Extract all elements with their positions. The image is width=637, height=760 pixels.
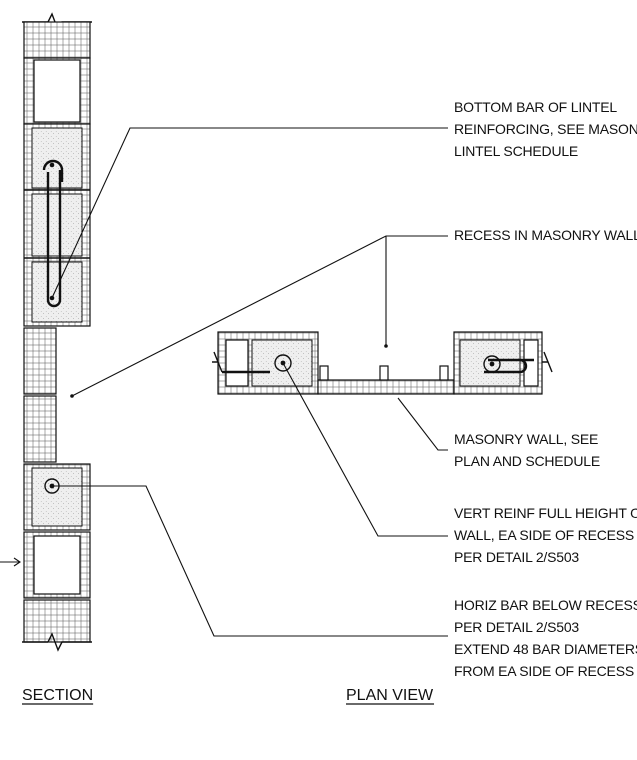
leader-masonry-wall bbox=[397, 397, 448, 451]
plan-view bbox=[212, 331, 553, 395]
note-vert-reinf: VERT REINF FULL HEIGHT OF WALL, EA SIDE … bbox=[454, 505, 637, 565]
note-horiz-bar: HORIZ BAR BELOW RECESS PER DETAIL 2/S503… bbox=[454, 597, 637, 679]
note-horiz-bar-line-1: HORIZ BAR BELOW RECESS bbox=[454, 597, 637, 613]
plan-right-wall bbox=[453, 331, 553, 395]
section-title: SECTION bbox=[22, 687, 93, 704]
note-masonry-wall: MASONRY WALL, SEE PLAN AND SCHEDULE bbox=[454, 431, 600, 469]
note-lintel-bar-line-1: BOTTOM BAR OF LINTEL bbox=[454, 99, 617, 115]
note-masonry-wall-line-2: PLAN AND SCHEDULE bbox=[454, 453, 600, 469]
note-lintel-bar-line-3: LINTEL SCHEDULE bbox=[454, 143, 578, 159]
note-horiz-bar-line-2: PER DETAIL 2/S503 bbox=[454, 619, 579, 635]
title-plan-view: PLAN VIEW bbox=[346, 687, 435, 705]
leader-vert-reinf bbox=[282, 362, 448, 537]
note-recess: RECESS IN MASONRY WALL bbox=[454, 227, 637, 243]
section-horiz-bar-block bbox=[23, 463, 91, 531]
section-upper-wall bbox=[23, 21, 91, 125]
plan-view-title: PLAN VIEW bbox=[346, 687, 434, 704]
note-horiz-bar-line-4: FROM EA SIDE OF RECESS bbox=[454, 663, 634, 679]
section-lower-wall bbox=[22, 531, 92, 652]
note-vert-reinf-line-2: WALL, EA SIDE OF RECESS bbox=[454, 527, 634, 543]
note-recess-line-1: RECESS IN MASONRY WALL bbox=[454, 227, 637, 243]
leader-horiz-bar bbox=[52, 485, 448, 637]
note-horiz-bar-line-3: EXTEND 48 BAR DIAMETERS bbox=[454, 641, 637, 657]
note-lintel-bar-line-2: REINFORCING, SEE MASONRY bbox=[454, 121, 637, 137]
section-lintel bbox=[23, 123, 91, 327]
note-vert-reinf-line-1: VERT REINF FULL HEIGHT OF bbox=[454, 505, 637, 521]
section-recess bbox=[23, 327, 57, 463]
plan-recess-wall bbox=[317, 365, 455, 395]
title-section: SECTION bbox=[22, 687, 94, 705]
note-masonry-wall-line-1: MASONRY WALL, SEE bbox=[454, 431, 598, 447]
note-vert-reinf-line-3: PER DETAIL 2/S503 bbox=[454, 549, 579, 565]
leader-lintel-bar bbox=[51, 127, 448, 299]
leader-lines bbox=[51, 127, 448, 637]
section-arrow-mark bbox=[0, 557, 21, 567]
plan-left-wall bbox=[212, 331, 319, 395]
section-view bbox=[0, 12, 92, 652]
note-lintel-bar: BOTTOM BAR OF LINTEL REINFORCING, SEE MA… bbox=[454, 99, 637, 159]
